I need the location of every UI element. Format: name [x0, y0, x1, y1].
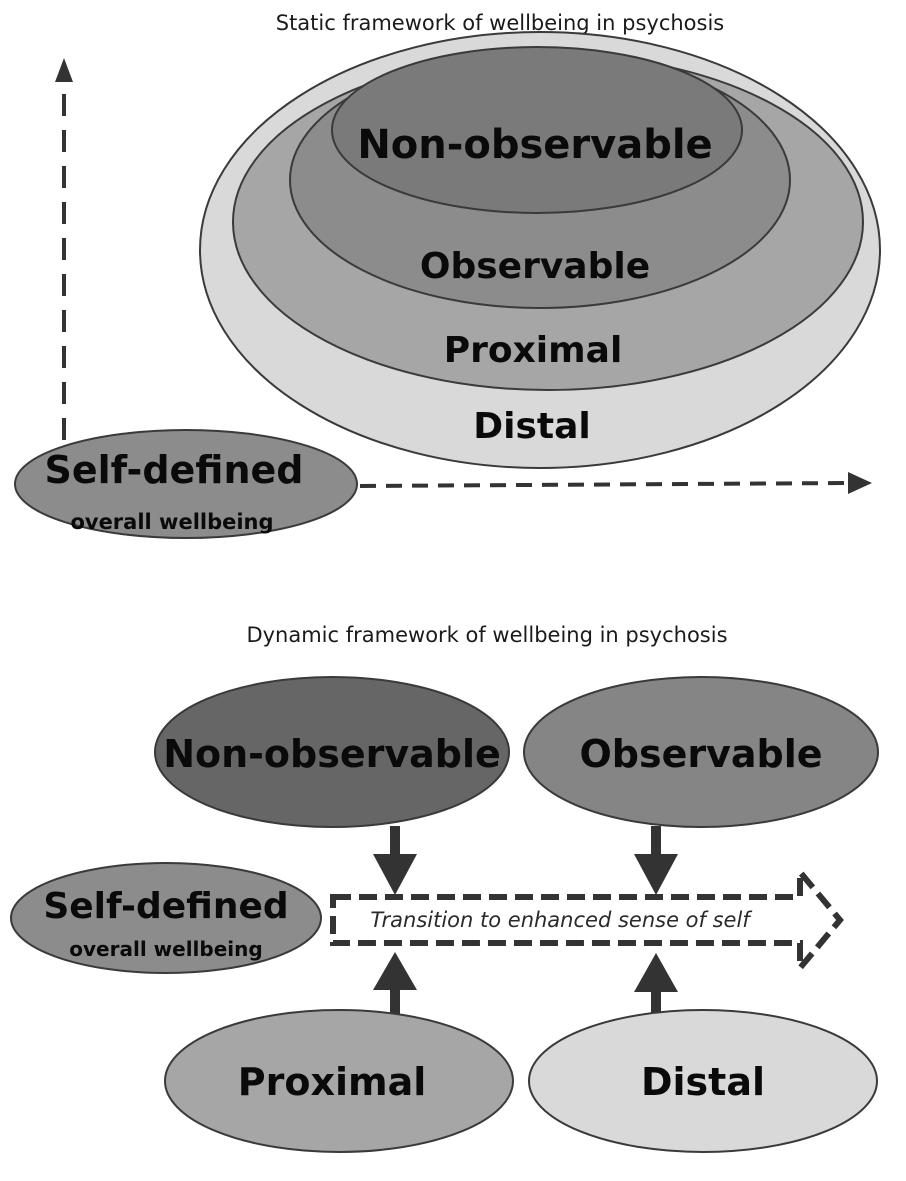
static-framework-title: Static framework of wellbeing in psychos… — [276, 11, 725, 35]
self-defined-subtitle-dynamic: overall wellbeing — [69, 937, 262, 961]
horizontal-axis-arrow — [359, 472, 872, 494]
node-non-observable — [154, 676, 510, 828]
self-defined-node-static — [14, 429, 358, 539]
self-defined-subtitle-static: overall wellbeing — [70, 510, 273, 534]
layer-non-observable — [331, 46, 743, 214]
node-distal — [528, 1009, 878, 1153]
self-defined-node-dynamic — [10, 862, 322, 974]
self-defined-title-static: Self-defined — [45, 448, 304, 492]
node-label-distal: Distal — [641, 1060, 765, 1104]
arrow-distal-to-transition — [634, 953, 678, 1020]
node-label-proximal: Proximal — [238, 1060, 427, 1104]
arrow-proximal-to-transition — [373, 952, 417, 1018]
transition-label: Transition to enhanced sense of self — [370, 908, 753, 932]
vertical-axis-arrow — [55, 58, 73, 440]
node-label-non-observable: Non-observable — [163, 732, 501, 776]
node-observable — [523, 676, 879, 828]
node-label-observable: Observable — [579, 732, 822, 776]
dynamic-framework-title: Dynamic framework of wellbeing in psycho… — [246, 623, 727, 647]
layer-label-non-observable: Non-observable — [357, 122, 712, 168]
layer-label-distal: Distal — [473, 406, 591, 447]
self-defined-title-dynamic: Self-defined — [43, 886, 288, 927]
node-proximal — [164, 1009, 514, 1153]
layer-label-proximal: Proximal — [444, 330, 623, 371]
arrow-observable-to-transition — [634, 826, 678, 895]
layer-label-observable: Observable — [420, 246, 650, 287]
transition-arrow — [330, 863, 844, 977]
arrow-non-observable-to-transition — [373, 826, 417, 895]
